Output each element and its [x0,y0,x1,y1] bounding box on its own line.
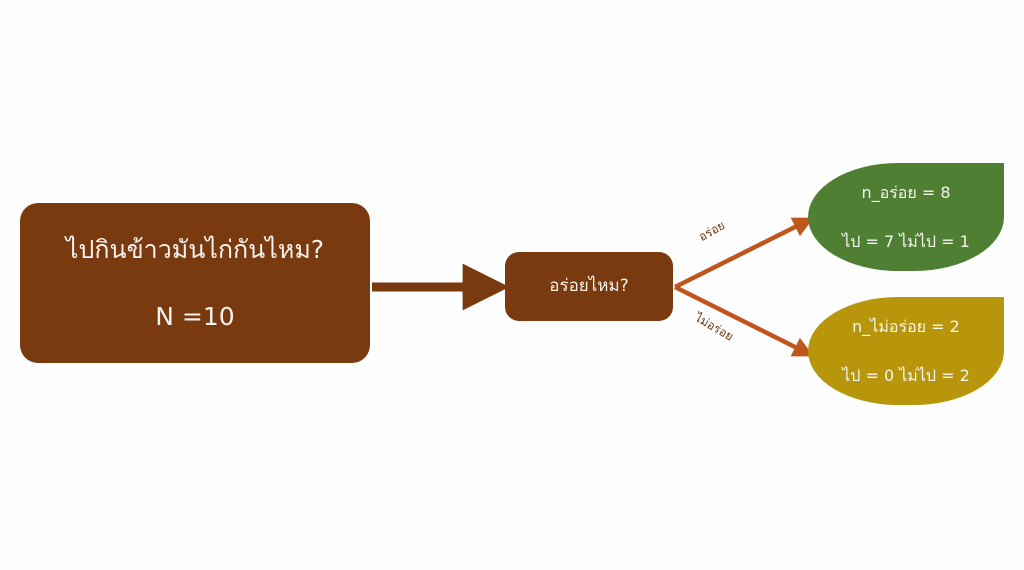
root-node[interactable]: ไปกินข้าวมันไก่กันไหม? N =10 [20,203,370,363]
leaf-node-no[interactable]: n_ไม่อร่อย = 2 ไป = 0 ไม่ไป = 2 [808,297,1004,405]
branch-label-no: ไม่อร่อย [692,310,736,344]
leaf-no-count: n_ไม่อร่อย = 2 [852,316,960,336]
root-node-question: ไปกินข้าวมันไก่กันไหม? [65,234,325,264]
root-node-count: N =10 [155,302,235,331]
branch-label-yes: อร่อย [696,218,728,245]
decision-node[interactable]: อร่อยไหม? [505,252,673,321]
leaf-yes-count: n_อร่อย = 8 [861,182,951,202]
leaf-no-split: ไป = 0 ไม่ไป = 2 [842,366,970,385]
leaf-node-yes[interactable]: n_อร่อย = 8 ไป = 7 ไม่ไป = 1 [808,163,1004,271]
decision-node-question: อร่อยไหม? [549,276,629,297]
leaf-yes-split: ไป = 7 ไม่ไป = 1 [842,232,970,251]
